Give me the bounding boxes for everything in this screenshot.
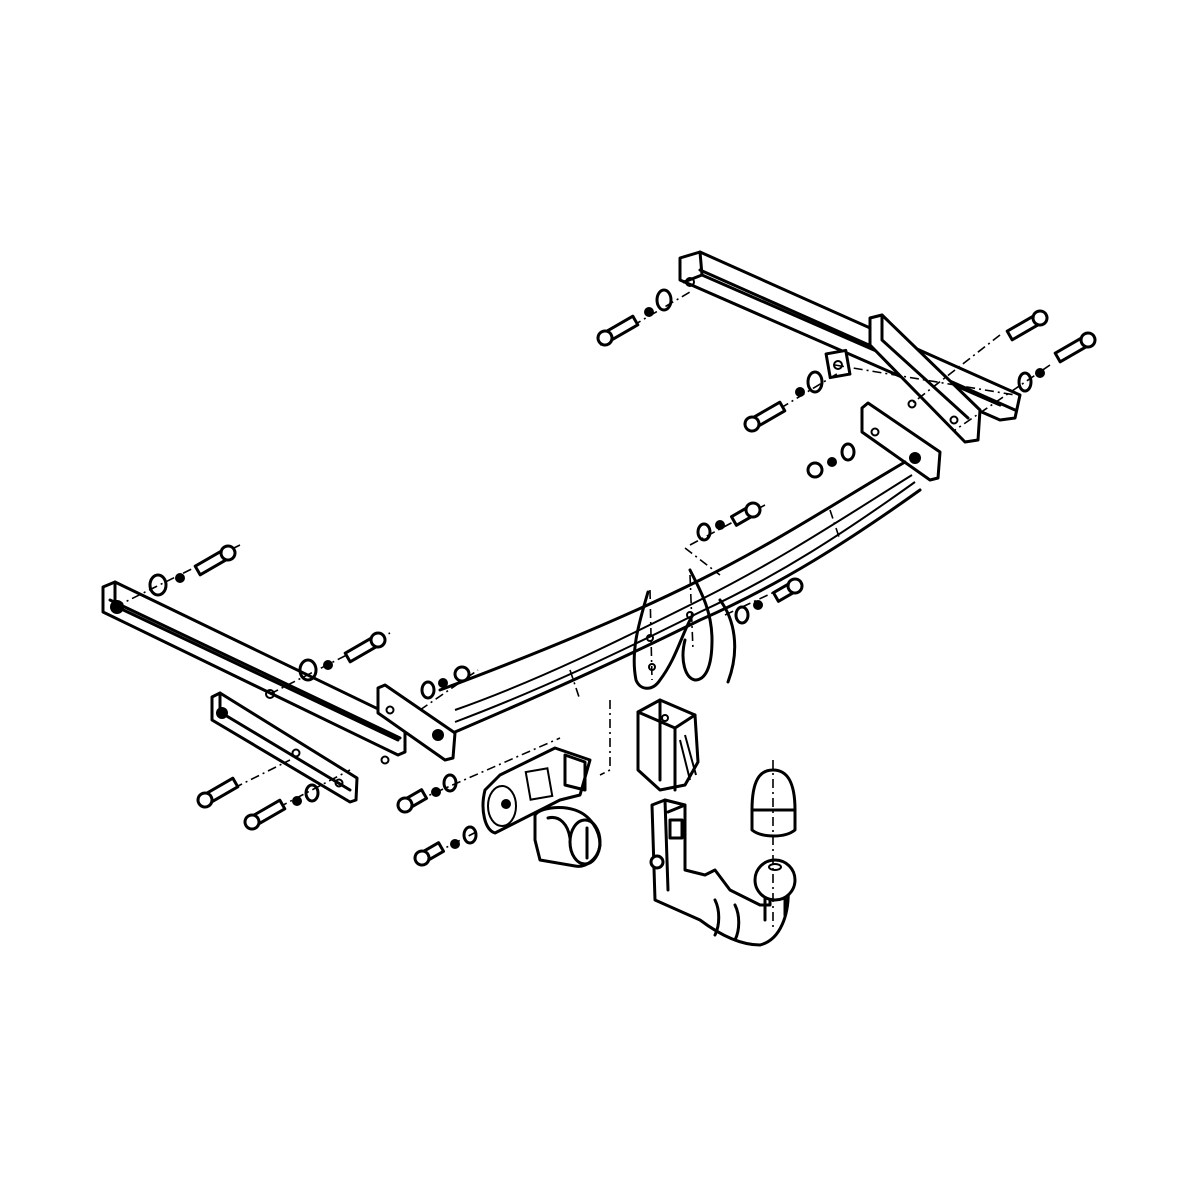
socket-plate [481, 746, 592, 835]
rear-spacer-plate [868, 313, 982, 444]
ball-neck [649, 798, 790, 947]
fastener-group [148, 288, 1097, 867]
electrical-socket [533, 806, 602, 868]
main-crossbar [438, 460, 922, 737]
tow-ball [753, 858, 797, 922]
ball-receiver-socket [636, 698, 700, 792]
front-spacer-plate [210, 691, 359, 804]
center-brackets [632, 568, 737, 690]
front-mount-bar [101, 580, 407, 765]
left-side-flange [376, 683, 457, 762]
right-side-flange [860, 401, 942, 482]
